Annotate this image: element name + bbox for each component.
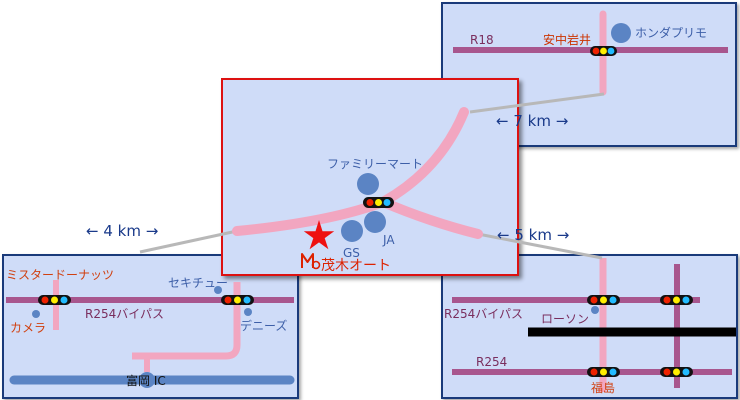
distance-east: ← 5 km → (497, 226, 569, 244)
destination-label: 茂木オート (321, 257, 391, 274)
connector-lines (139, 92, 605, 260)
sekichu-marker (214, 286, 222, 294)
traffic-light-icon (38, 295, 71, 305)
honda-primo-label: ホンダプリモ (635, 25, 707, 40)
north-road-label: R18 (470, 33, 494, 47)
traffic-light-icon (660, 367, 693, 377)
interchange-label: 富岡 IC (126, 373, 166, 388)
west-route-road (132, 282, 241, 360)
east-bypass-label: R254バイパス (444, 307, 523, 321)
traffic-light-icon (587, 367, 620, 377)
ja-label: JA (382, 233, 395, 247)
lawson-marker (591, 306, 599, 314)
traffic-light-icon (587, 295, 620, 305)
ja-marker (364, 211, 386, 233)
dennys-label: デニーズ (240, 318, 287, 333)
interchange-marker (139, 372, 155, 388)
connector-east (477, 232, 603, 260)
dennys-marker (244, 308, 252, 316)
star-icon (303, 220, 335, 250)
traffic-light-icon (590, 46, 617, 56)
traffic-light-icon (221, 295, 254, 305)
mo-logo-icon (301, 253, 321, 270)
main-route-north (378, 107, 469, 207)
sekichu-label: セキチュー (168, 276, 228, 290)
north-inset-content: R18 安中岩井 ホンダプリモ (453, 10, 728, 96)
family-mart-label: ファミリーマート (327, 157, 423, 171)
west-inset-content: ミスタードーナッツ カメラ セキチュー R254バイパス デニーズ 富岡 IC (6, 268, 295, 388)
main-map-content: ファミリーマート GS JA 茂木オート (232, 107, 483, 274)
gas-station-label: GS (343, 246, 360, 260)
honda-primo-marker (611, 23, 631, 43)
traffic-light-icon (660, 295, 693, 305)
connector-north (469, 92, 605, 114)
camera-shop-label: カメラ (10, 321, 46, 335)
east-junction-label: 福島 (591, 380, 615, 395)
north-junction-label: 安中岩井 (543, 32, 591, 47)
family-mart-marker (357, 173, 379, 195)
west-bypass-label: R254バイパス (85, 307, 164, 321)
mister-donut-label: ミスタードーナッツ (6, 268, 114, 282)
lawson-label: ローソン (541, 312, 589, 326)
east-inset-content: R254バイパス ローソン R254 福島 (444, 258, 736, 395)
connector-west (139, 229, 238, 254)
main-route-east (378, 197, 483, 239)
distance-west: ← 4 km → (86, 222, 158, 240)
camera-shop-marker (32, 310, 40, 318)
gas-station-marker (341, 220, 363, 242)
distance-north: ← 7 km → (496, 112, 568, 130)
traffic-light-icon (363, 197, 394, 208)
east-r254-label: R254 (476, 355, 507, 369)
